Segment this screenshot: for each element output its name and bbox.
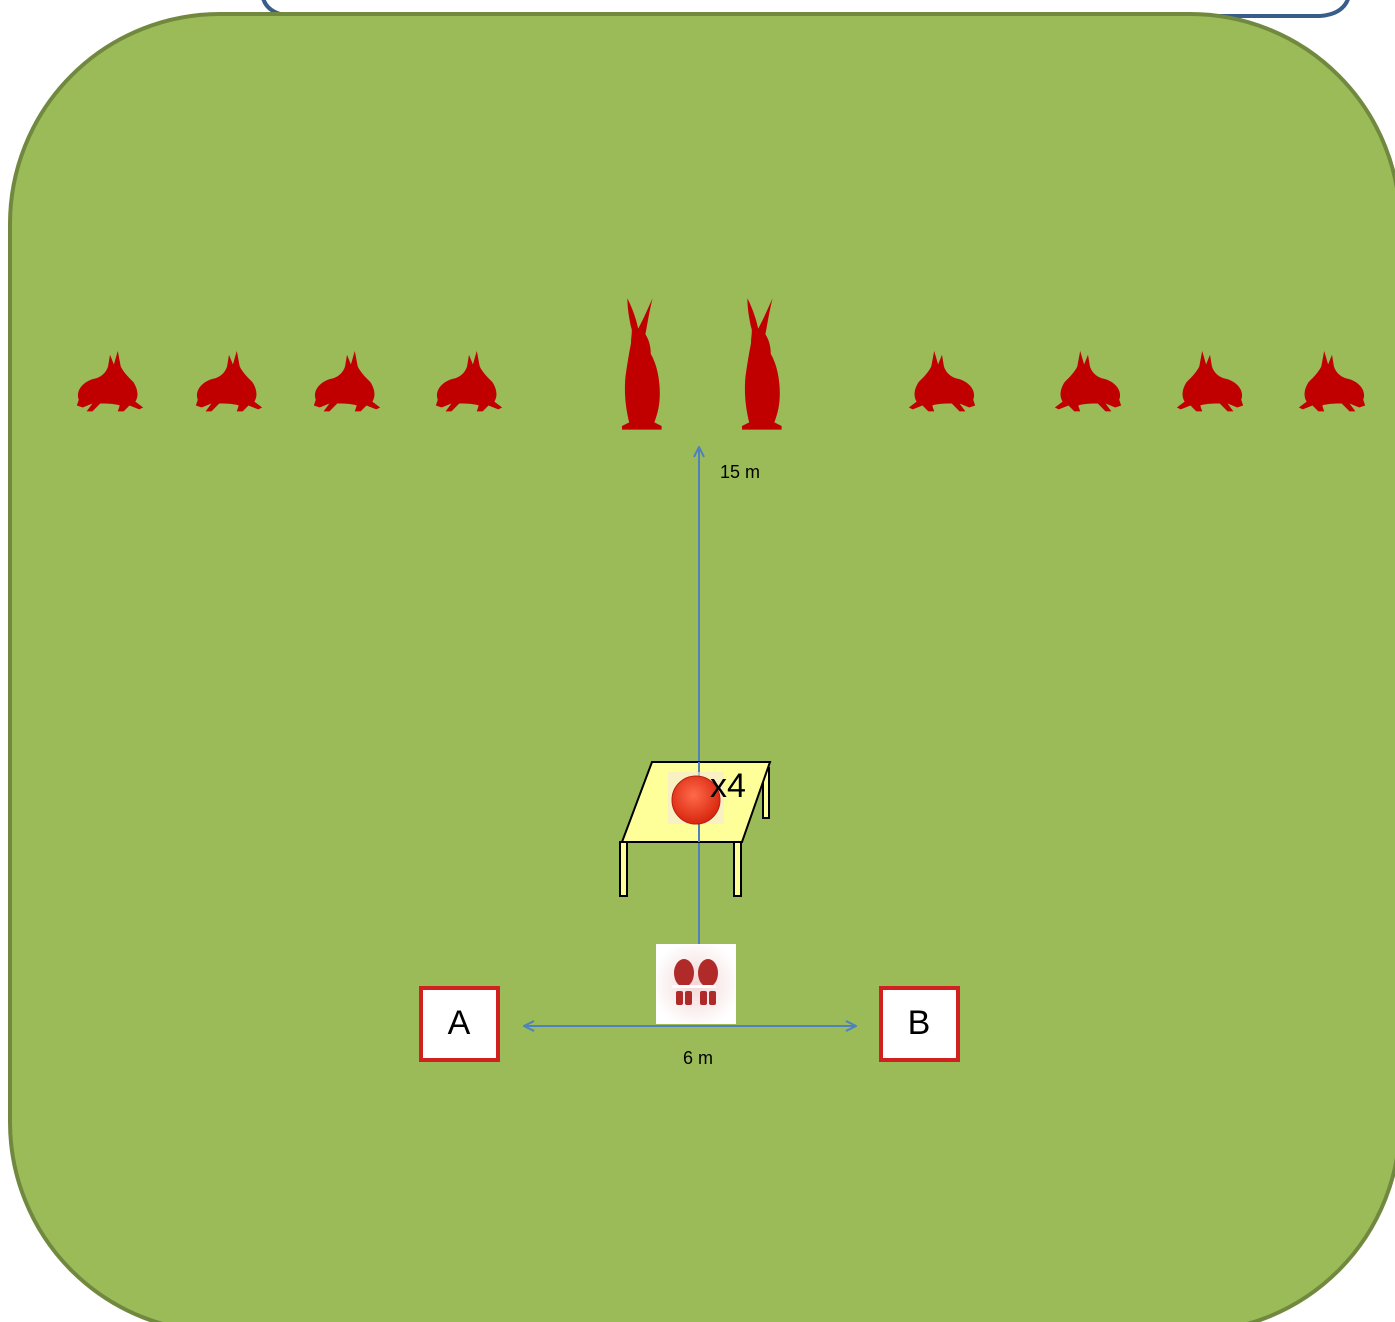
shooting-field (10, 14, 1395, 1322)
distance-label-6m: 6 m (683, 1048, 713, 1068)
station-b-label: B (908, 1004, 931, 1042)
shooting-position (656, 944, 736, 1024)
station-a: A (421, 988, 498, 1060)
station-b: B (881, 988, 958, 1060)
station-a-label: A (448, 1004, 471, 1042)
clay-count-label: x4 (710, 767, 746, 805)
distance-label-15m: 15 m (720, 462, 760, 482)
